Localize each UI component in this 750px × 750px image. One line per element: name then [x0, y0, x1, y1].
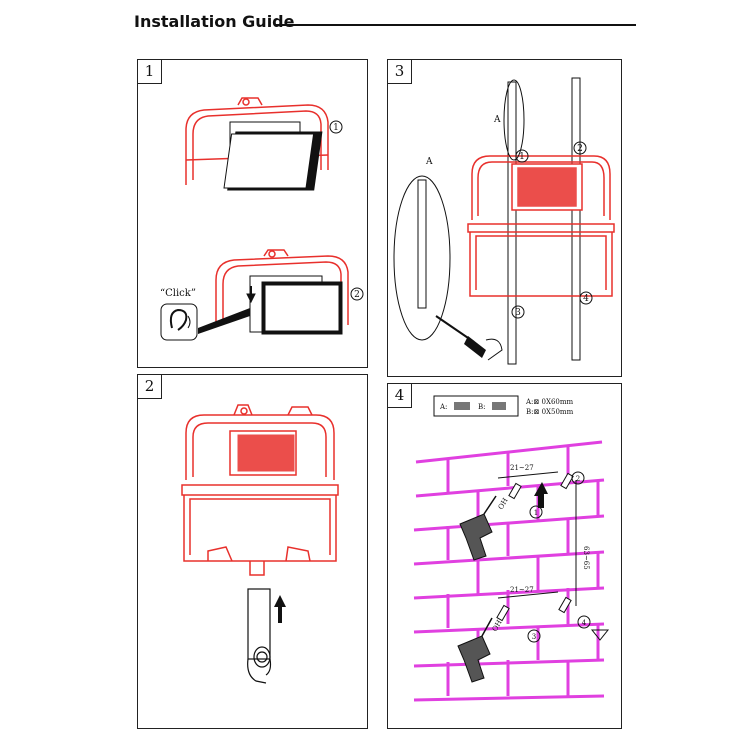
legend-a-spec: A:⊠ 0X60mm: [525, 398, 573, 406]
step-4-circle-3: 3: [532, 633, 536, 641]
step-3-number: 3: [388, 60, 412, 84]
anchor-mark-top: OH: [497, 497, 510, 511]
drill-icon-top: [459, 495, 497, 561]
step-1-illustration: 1 2 “Click”: [160, 97, 364, 341]
step-4-circle-1: 1: [534, 509, 538, 517]
step-4-circle-4: 4: [582, 619, 587, 627]
screwdriver-icon: [435, 315, 503, 361]
title-rule: [274, 24, 636, 26]
legend-a-label: A:: [439, 403, 447, 411]
dim-top-width: 21~27: [510, 464, 534, 472]
drill-icon-bottom: [457, 617, 493, 683]
dim-height: 63~65: [582, 546, 590, 570]
step-1-number: 1: [138, 60, 162, 84]
step-3-circle-1: 1: [519, 152, 525, 162]
dim-bottom-width: 21~27: [510, 586, 534, 594]
panel-plate-top: [223, 121, 323, 191]
step-2-panel: 2: [137, 374, 368, 729]
flush-panel-mount: [229, 430, 297, 476]
step-1-circle-2: 2: [354, 290, 360, 300]
step-3-circle-2: 2: [577, 144, 583, 154]
ear-icon: [160, 303, 198, 341]
click-label: “Click”: [160, 288, 196, 299]
step-4-number: 4: [388, 384, 412, 408]
step-3-circle-4: 4: [583, 294, 589, 304]
step-1-circle-1: 1: [333, 123, 339, 133]
step-3-panel: 3 A A 1 2: [387, 59, 622, 377]
cistern-on-rails: [467, 155, 615, 297]
step-2-illustration: [181, 404, 339, 684]
push-arrow-icon: [534, 482, 548, 508]
anchor-legend: [433, 395, 519, 417]
step-4-circle-2: 2: [576, 475, 580, 483]
label-a-top: A: [493, 115, 501, 125]
brick-wall: [413, 440, 605, 702]
page-title: Installation Guide: [134, 12, 295, 31]
up-arrow-icon: [274, 595, 286, 623]
click-pointer: [198, 308, 250, 334]
step-4-illustration: A: B: A:⊠ 0X60mm B:⊠ 0X50mm 21~27: [413, 395, 610, 702]
drain-pipe: [247, 588, 272, 684]
step-3-illustration: A A 1 2 3 4: [393, 77, 615, 365]
label-a-detail: A: [425, 157, 433, 167]
legend-b-spec: B:⊠ 0X50mm: [526, 408, 574, 416]
cistern-bottom: [215, 249, 349, 325]
step-2-number: 2: [138, 375, 162, 399]
legend-b-label: B:: [478, 403, 486, 411]
mounting-rails: [507, 77, 581, 365]
step-3-circle-3: 3: [515, 308, 521, 318]
step-4-panel: 4 A: B: A:⊠ 0X60mm B:⊠ 0X50mm: [387, 383, 622, 729]
cistern-full: [181, 404, 339, 576]
panel-plate-bottom: [246, 275, 343, 335]
step-1-panel: 1 1 2: [137, 59, 368, 368]
